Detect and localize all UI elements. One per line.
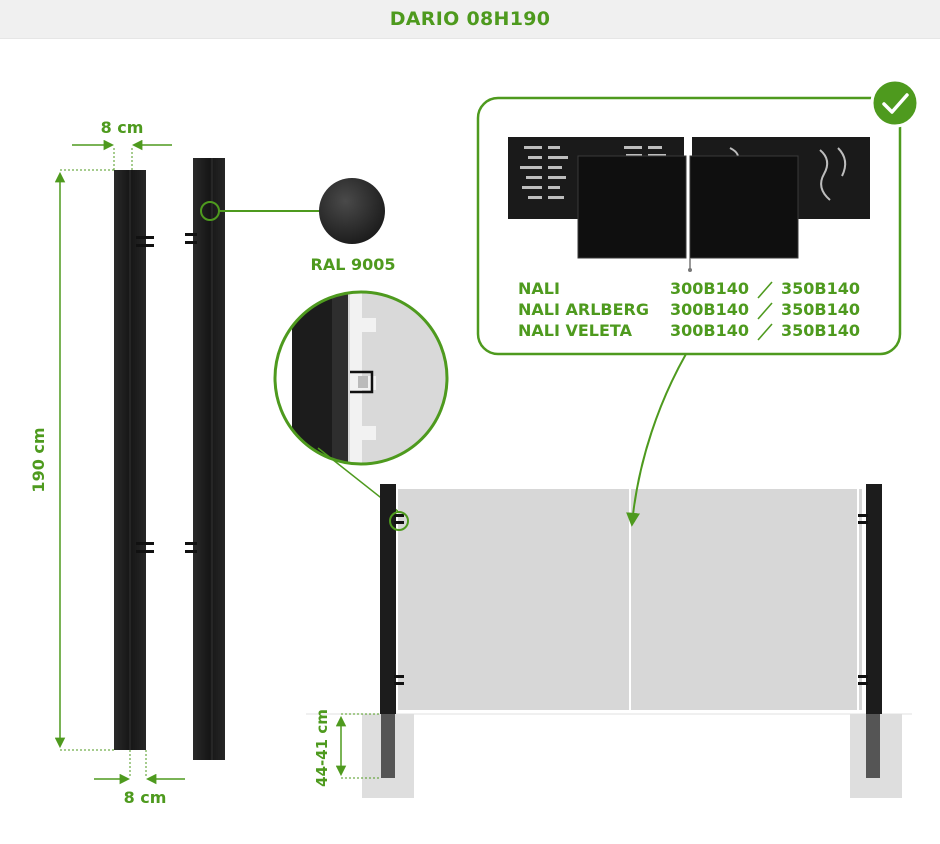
top-width-label: 8 cm: [101, 118, 144, 137]
gate-post-right: [866, 484, 882, 714]
model-size-a: 300B140: [670, 279, 749, 298]
model-row-2: NALI ARLBERG 300B140 350B140: [518, 300, 860, 320]
gate-scene: [306, 484, 912, 798]
dimension-bottom-width: 8 cm: [94, 750, 185, 807]
model-name: NALI ARLBERG: [518, 300, 649, 319]
gate-post-left: [380, 484, 396, 714]
title-bar: DARIO 08H190: [0, 0, 940, 39]
model-name: NALI: [518, 279, 560, 298]
height-label: 190 cm: [29, 427, 48, 492]
bottom-width-label: 8 cm: [124, 788, 167, 807]
model-row-3: NALI VELETA 300B140 350B140: [518, 321, 860, 341]
zoom-detail: [273, 290, 449, 517]
hinge-upper: [136, 236, 154, 247]
dimension-foundation: 44-41 cm: [313, 709, 379, 787]
color-callout: RAL 9005: [200, 178, 396, 274]
color-swatch: [319, 178, 385, 244]
model-size-b: 350B140: [781, 321, 860, 340]
callout-arrow: [626, 353, 687, 527]
post-side: [185, 158, 225, 760]
dimension-height: 190 cm: [29, 169, 114, 751]
model-size-a: 300B140: [670, 300, 749, 319]
check-icon: [870, 78, 920, 128]
page-title: DARIO 08H190: [389, 8, 551, 30]
panel-illustration: [508, 137, 870, 272]
model-row-1: NALI 300B140 350B140: [518, 279, 860, 299]
model-size-b: 350B140: [781, 279, 860, 298]
post-front: [114, 170, 154, 750]
hinge-lower: [136, 542, 154, 553]
model-name: NALI VELETA: [518, 321, 633, 340]
hinge-highlight: [389, 511, 409, 531]
compatible-panels-box: NALI 300B140 350B140 NALI ARLBERG 300B14…: [476, 96, 902, 356]
model-size-b: 350B140: [781, 300, 860, 319]
model-size-a: 300B140: [670, 321, 749, 340]
foundation-depth-label: 44-41 cm: [313, 709, 331, 787]
color-label: RAL 9005: [311, 255, 396, 274]
dimension-top-width: 8 cm: [72, 118, 172, 170]
